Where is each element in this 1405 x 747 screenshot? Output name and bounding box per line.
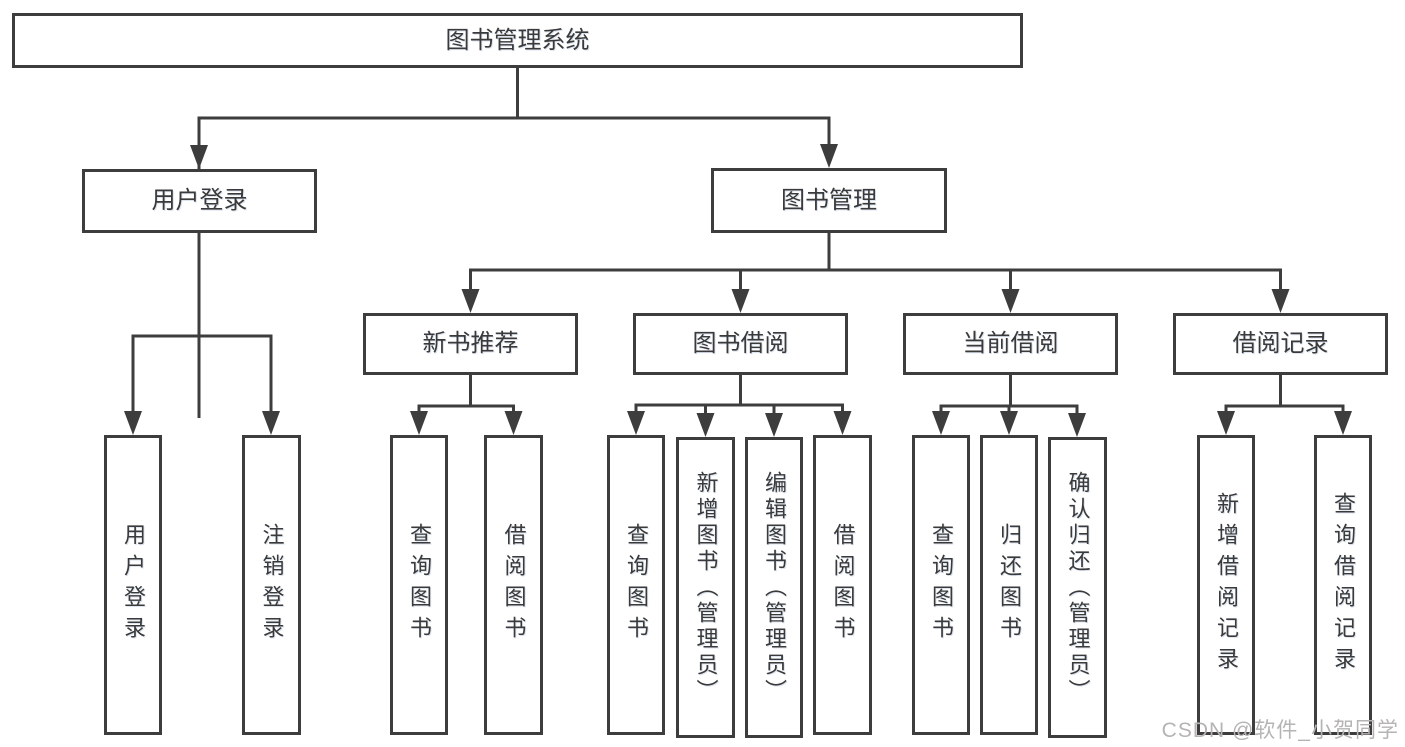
node-label: 用户登录 [121,523,146,647]
node-label: 用户登录 [151,187,248,214]
arrowheads [124,144,1352,437]
node-current-borrowing: 当前借阅 [903,313,1118,375]
node-label: 当前借阅 [962,330,1059,357]
node-new-book-recommendation: 新书推荐 [363,313,578,375]
edge-book-borrowing-to-leaves [634,375,844,417]
node-label: 图书管理 [781,186,877,214]
node-book-borrowing: 图书借阅 [633,313,848,375]
node-label: 查询图书 [624,523,649,647]
node-label: 借阅图书 [830,523,856,647]
leaf-add-book-admin: 新增图书（管理员） [676,437,735,738]
node-library-management-system: 图书管理系统 [12,13,1023,68]
node-label: 新增借阅记录 [1214,492,1239,678]
node-label: 借阅记录 [1232,330,1329,357]
node-label: 查询图书 [407,523,432,647]
node-label: 编辑图书（管理员） [762,470,787,705]
node-label: 查询图书 [929,523,954,647]
edge-current-borrowing-to-leaves [939,375,1079,417]
leaf-add-borrow-record: 新增借阅记录 [1197,435,1255,735]
leaf-borrow-books-recommend: 借阅图书 [484,435,543,735]
leaf-confirm-return-admin: 确认归还（管理员） [1048,437,1107,738]
node-label: 借阅图书 [501,523,527,647]
edge-borrow-records-to-leaves [1224,375,1345,417]
edge-user-login-to-leaves [131,233,273,417]
node-label: 图书管理系统 [445,26,590,54]
leaf-query-books-borrowing: 查询图书 [607,435,665,735]
node-label: 确认归还（管理员） [1065,470,1091,705]
csdn-watermark: CSDN @软件_小贺同学 [1161,719,1399,742]
node-label: 新书推荐 [422,330,519,357]
node-label: 归还图书 [997,523,1022,647]
leaf-return-books: 归还图书 [980,435,1038,735]
node-borrowing-records: 借阅记录 [1173,313,1388,375]
leaf-query-books-recommend: 查询图书 [390,435,448,735]
leaf-logout: 注销登录 [242,435,301,735]
node-user-login: 用户登录 [82,169,317,233]
edge-new-book-to-leaves [417,375,515,417]
node-label: 查询借阅记录 [1331,492,1356,678]
node-label: 新增图书（管理员） [693,470,719,705]
leaf-query-books-current: 查询图书 [912,435,970,735]
node-label: 图书借阅 [692,330,789,357]
leaf-user-login: 用户登录 [104,435,162,735]
leaf-edit-book-admin: 编辑图书（管理员） [745,437,803,738]
leaf-borrow-books-borrowing: 借阅图书 [813,435,872,735]
node-label: 注销登录 [259,523,285,647]
leaf-query-borrow-record: 查询借阅记录 [1314,435,1372,735]
edge-book-management-to-level3 [469,233,1282,295]
node-book-management: 图书管理 [711,168,947,233]
